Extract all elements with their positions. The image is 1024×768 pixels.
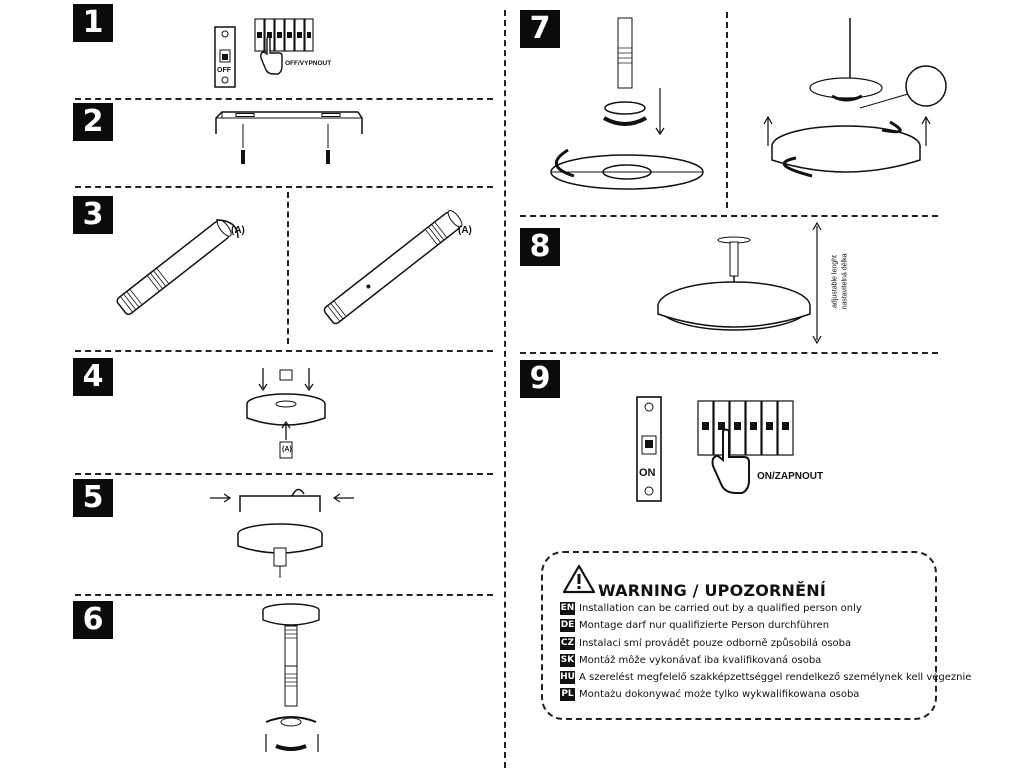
warning-text-cz: Instalaci smí provádět pouze odborně způ… [579,638,852,649]
step-1-off-text: OFF/VYPNOUT [285,60,332,67]
step-3-part-a-label-left: (A) [231,225,245,236]
step-1-badge: 1 [73,4,113,42]
divider-5-6 [75,594,493,596]
divider-7-8 [520,215,938,217]
step-3-badge: 3 [73,196,113,234]
step-3-threaded-rod-right [323,209,463,325]
step-9-hand-icon [711,428,750,494]
lang-code-pl: PL [560,688,575,701]
step-4-canopy-plate [246,368,326,459]
step-3-threaded-rod-left [116,219,239,316]
step-9-single-breaker [636,396,662,502]
step-7-right-lamp-rotation [763,18,947,178]
lang-code-sk: SK [560,654,575,667]
step-7-left-canopy-rotation [550,17,704,190]
step-6-badge: 6 [73,601,113,639]
step-8-adjustable-length-text-cz: nastavitelná délka [841,253,849,310]
divider-8-9 [520,352,938,354]
warning-text-en: Installation can be carried out by a qua… [579,603,862,614]
step-3-part-a-label-right: (A) [458,225,472,236]
step-1-hand-icon [260,36,283,75]
step-9-breaker-panel [697,400,794,456]
lang-code-en: EN [560,602,575,615]
warning-text-de: Montage darf nur qualifizierte Person du… [579,620,830,631]
step-8-badge: 8 [520,228,560,266]
divider-7-split [726,12,728,208]
warning-row-en: EN Installation can be carried out by a … [560,601,862,616]
column-divider [504,10,506,768]
warning-text-pl: Montażu dokonywać może tylko wykwalifiko… [579,689,860,700]
step-8-adjustable-length-text-en: adjustable lenght [831,255,839,308]
divider-4-5 [75,473,493,475]
step-8-pendant-lamp [657,236,811,331]
warning-row-hu: HU A szerelést megfelelő szakképzettségg… [560,670,971,685]
step-1-breaker-panel [254,18,314,52]
step-9-badge: 9 [520,360,560,398]
step-2-badge: 2 [73,103,113,141]
warning-triangle-icon [562,564,596,594]
step-9-on-switch-label: ON [639,467,656,479]
divider-3-split [287,192,289,344]
step-5-bracket-with-canopy [210,488,354,578]
step-4-part-a-label: (A) [282,446,292,453]
step-2-mounting-bracket [215,111,363,164]
step-5-badge: 5 [73,479,113,517]
warning-row-cz: CZ Instalaci smí provádět pouze odborně … [560,636,851,651]
lang-code-de: DE [560,619,575,632]
step-1-off-switch-label: OFF [217,67,231,74]
warning-row-sk: SK Montáž môže vykonávať iba kvalifikova… [560,653,821,668]
divider-3-4 [75,350,493,352]
lang-code-cz: CZ [560,637,575,650]
lang-code-hu: HU [560,671,575,684]
warning-box [541,551,937,720]
divider-2-3 [75,186,493,188]
step-9-on-text: ON/ZAPNOUT [757,471,824,482]
step-6-rod-assembly [262,603,320,752]
warning-title: WARNING / UPOZORNĚNÍ [598,581,826,600]
step-1-single-breaker [214,26,236,88]
warning-row-pl: PL Montażu dokonywać może tylko wykwalif… [560,687,859,702]
warning-row-de: DE Montage darf nur qualifizierte Person… [560,618,829,633]
step-4-badge: 4 [73,358,113,396]
step-7-badge: 7 [520,10,560,48]
warning-text-sk: Montáž môže vykonávať iba kvalifikovaná … [579,655,822,666]
step-8-adjustable-arrow [812,221,822,345]
divider-1-2 [75,98,493,100]
warning-text-hu: A szerelést megfelelő szakképzettséggel … [579,672,972,683]
